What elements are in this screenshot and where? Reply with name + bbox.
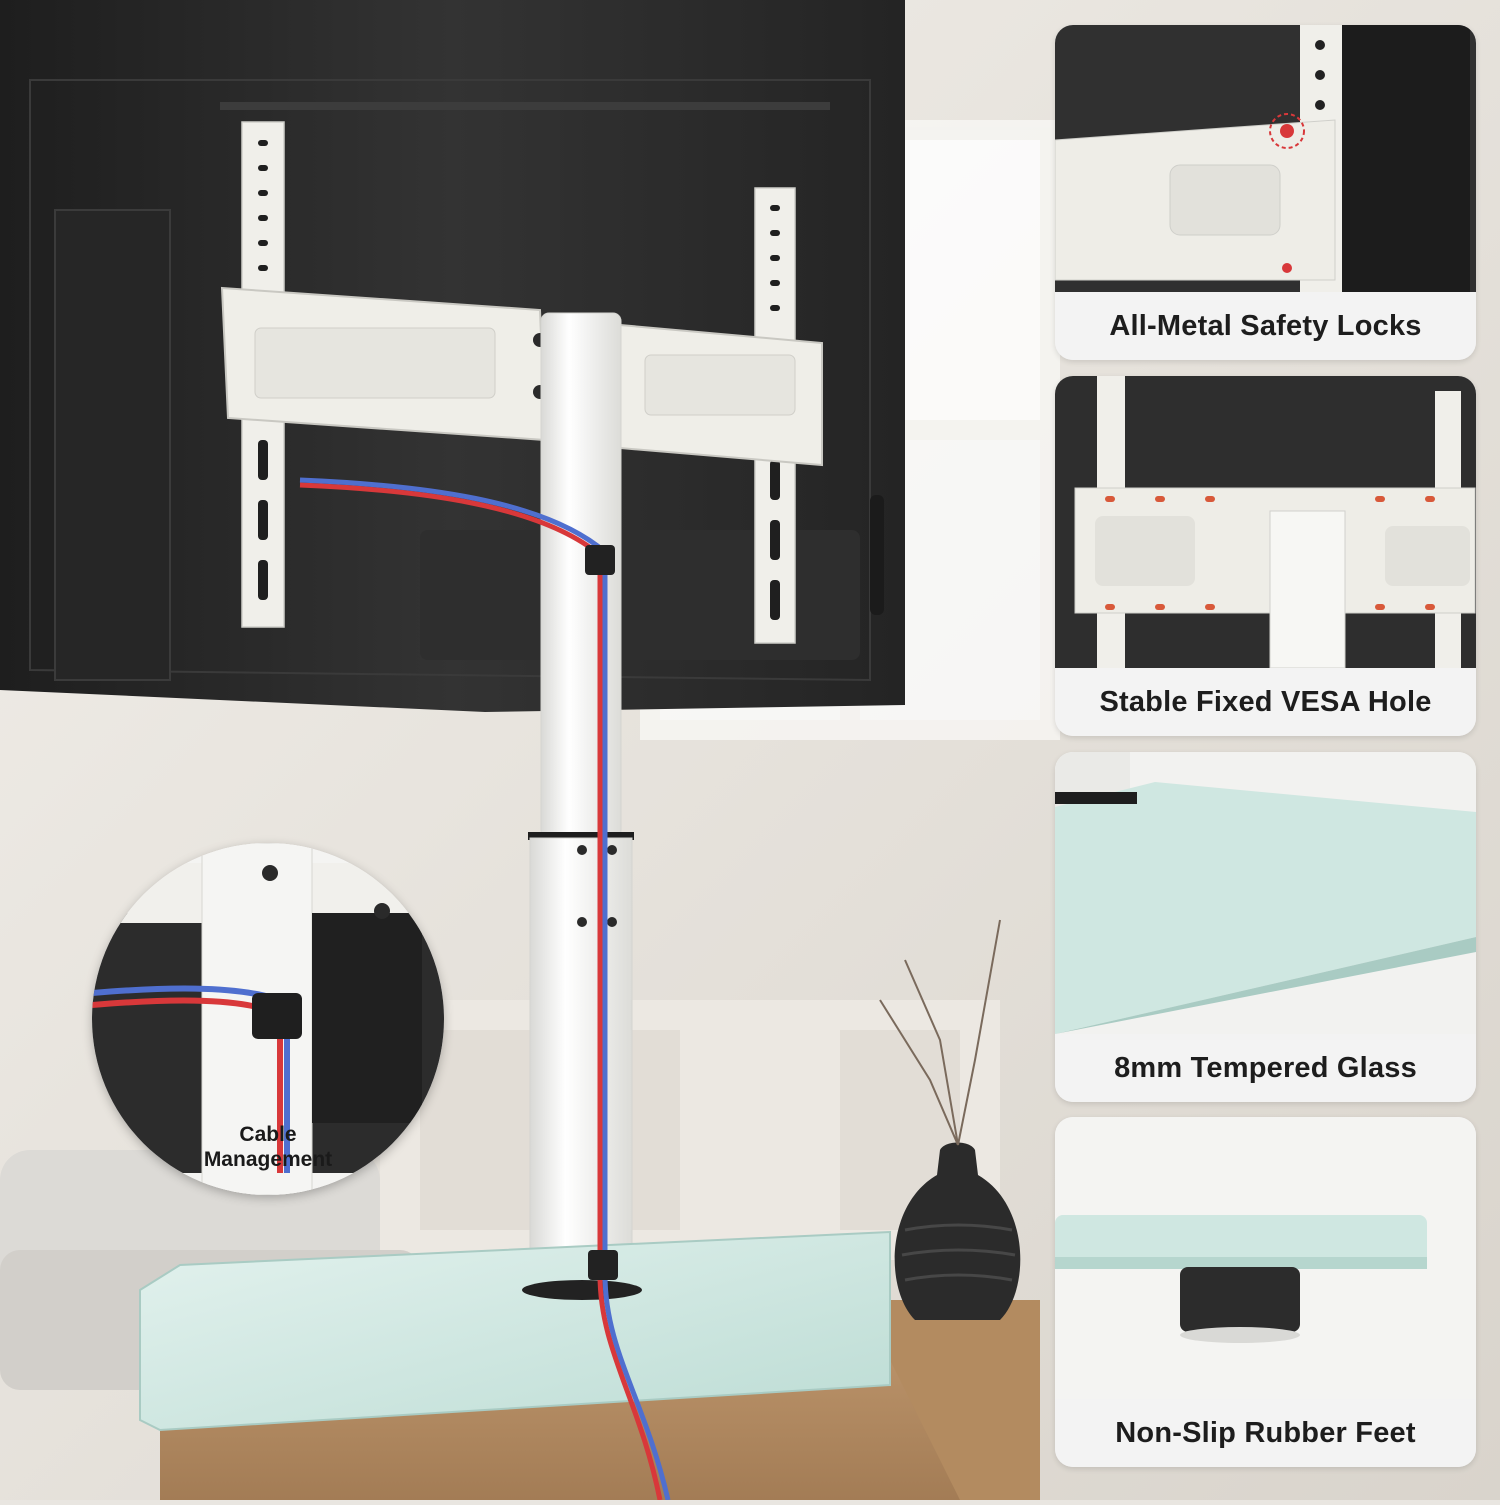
rubber-foot-photo [1055, 1117, 1476, 1399]
cable-management-magnifier [92, 843, 444, 1195]
safety-lock-photo [1055, 25, 1476, 292]
vesa-bracket-photo [1055, 376, 1476, 668]
cable-label-line2: Management [203, 1148, 333, 1171]
cable-label-line1: Cable [239, 1123, 297, 1146]
feature-card-tempered-glass: 8mm Tempered Glass [1055, 752, 1476, 1102]
feature-card-rubber-feet: Non-Slip Rubber Feet [1055, 1117, 1476, 1467]
vesa-holes [258, 140, 780, 620]
cable-management-label: Cable Management [150, 1122, 386, 1172]
feature-label-tempered-glass: 8mm Tempered Glass [1055, 1034, 1476, 1102]
glass-base-photo [1055, 752, 1476, 1034]
vase [879, 919, 1021, 1320]
feature-card-safety-locks: All-Metal Safety Locks [1055, 25, 1476, 360]
cable-closeup-photo [92, 843, 444, 1195]
feature-label-vesa-hole: Stable Fixed VESA Hole [1055, 668, 1476, 736]
feature-label-safety-locks: All-Metal Safety Locks [1055, 292, 1476, 360]
feature-card-vesa-hole: Stable Fixed VESA Hole [1055, 376, 1476, 736]
feature-label-rubber-feet: Non-Slip Rubber Feet [1055, 1399, 1476, 1467]
